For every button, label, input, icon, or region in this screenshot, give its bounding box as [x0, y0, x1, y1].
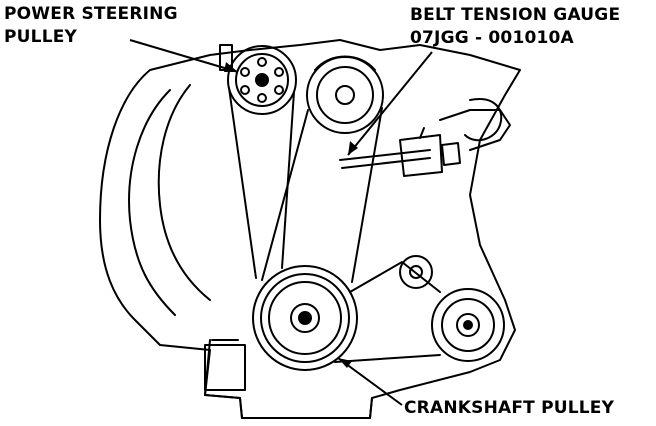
power-steering-label-line2: PULLEY [4, 27, 78, 47]
arrow-power-steering [224, 62, 238, 72]
belt-tension-gauge-label-line2: 07JGG - 001010A [410, 28, 574, 48]
alt-belt-right [351, 107, 383, 283]
power-steering-pulley [227, 45, 297, 115]
leader-belt-tension-gauge [347, 51, 433, 156]
engine-left-contour [128, 89, 176, 316]
ac-belt-top [349, 261, 441, 293]
ps-belt-left [228, 87, 257, 279]
alt-belt-left [261, 109, 309, 281]
ac-belt-bottom [334, 354, 441, 363]
crankshaft-pulley-label: CRANKSHAFT PULLEY [404, 398, 615, 418]
engine-block-outline [99, 39, 521, 419]
alt-belt-top [314, 55, 376, 71]
belt-tension-gauge-label-line1: BELT TENSION GAUGE [410, 5, 621, 25]
belt-tension-gauge-tool [339, 127, 461, 177]
upper-idler-pulley [306, 56, 384, 134]
arrow-crankshaft-pulley [338, 358, 352, 368]
ac-compressor-pulley [431, 288, 505, 362]
lower-idler-pulley [399, 255, 433, 289]
crankshaft-pulley-drawing [252, 265, 358, 371]
right-hose [439, 109, 511, 151]
leader-crankshaft-pulley [337, 357, 403, 406]
leader-power-steering [129, 39, 239, 73]
arrow-belt-tension-gauge [348, 141, 358, 155]
power-steering-label-line1: POWER STEERING [4, 4, 178, 24]
oil-filter [204, 344, 246, 391]
engine-left-contour-2 [157, 84, 211, 301]
oil-pan [204, 339, 373, 419]
right-bracket [464, 98, 503, 142]
ps-belt-right [281, 91, 295, 269]
